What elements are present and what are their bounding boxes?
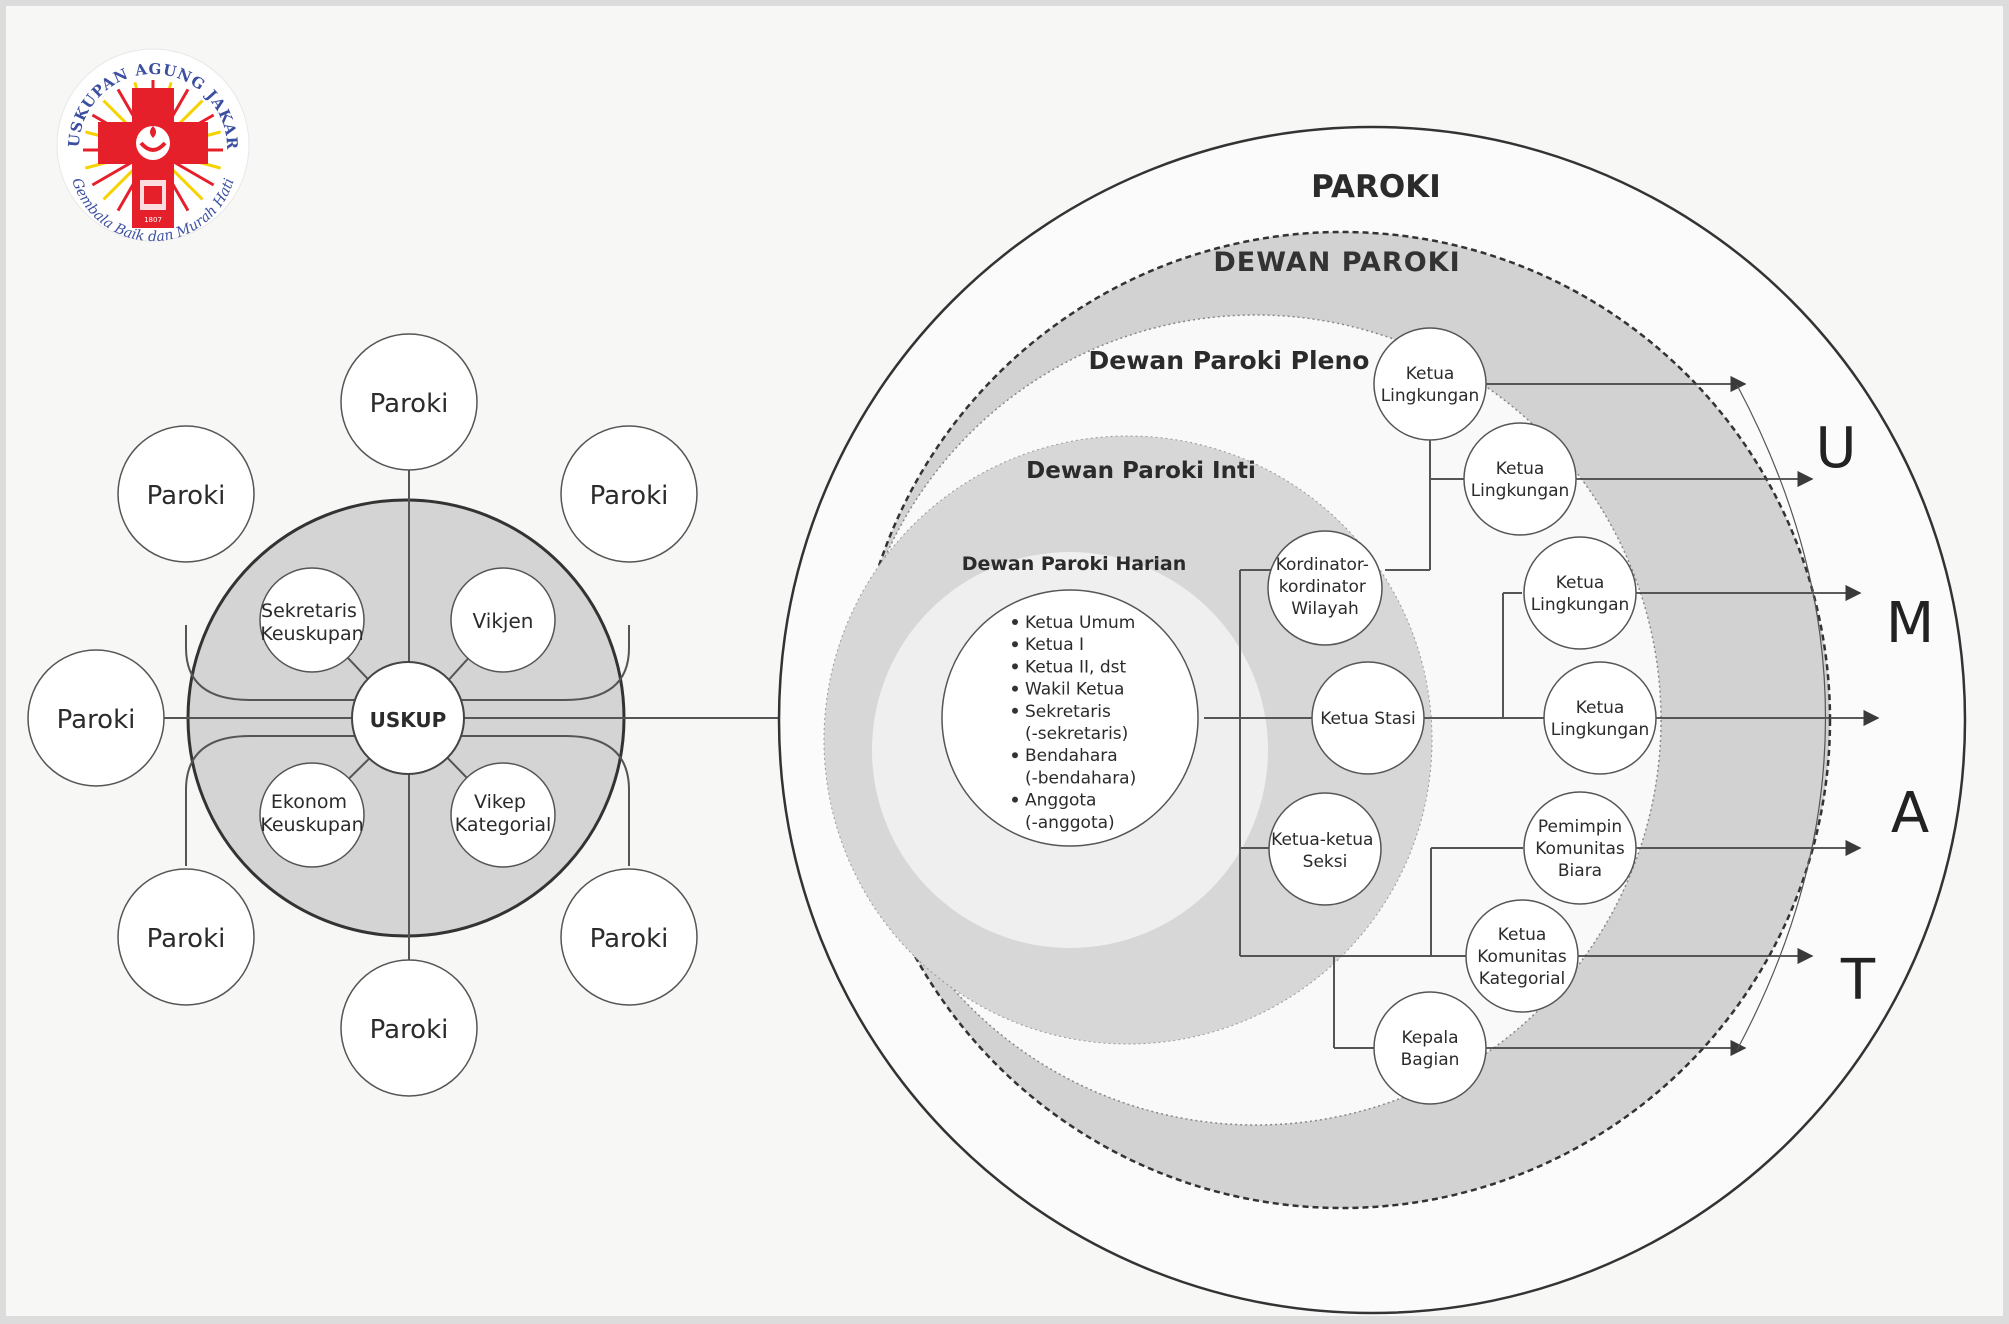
harian-member: Ketua I bbox=[1025, 635, 1084, 655]
pleno-node bbox=[1373, 327, 1487, 441]
dewan-paroki-inti-title: Dewan Paroki Inti bbox=[1026, 458, 1256, 484]
paroki-node-label: Paroki bbox=[370, 389, 449, 419]
dewan-paroki-harian-node bbox=[941, 589, 1199, 847]
paroki-node-label: Paroki bbox=[147, 481, 226, 511]
logo-ray bbox=[170, 167, 204, 201]
pleno-node-word: Lingkungan bbox=[1551, 720, 1650, 740]
umat-letter: A bbox=[1891, 781, 1929, 846]
paroki-title: PAROKI bbox=[1311, 169, 1441, 205]
ketua-seksi-node bbox=[1268, 792, 1382, 906]
paroki-node-label: Paroki bbox=[57, 705, 136, 735]
harian-member: (-anggota) bbox=[1025, 813, 1115, 833]
harian-member: Anggota bbox=[1025, 791, 1096, 811]
kordinator-wilayah-label: Kordinator- kordinator Wilayah bbox=[1276, 555, 1375, 619]
logo-ray bbox=[102, 167, 136, 201]
logo-ray bbox=[91, 161, 132, 187]
pleno-node bbox=[1465, 899, 1579, 1013]
pleno-node-word: Ketua bbox=[1556, 573, 1605, 593]
paroki-structure: PAROKI DEWAN PAROKI Dewan Paroki Pleno D… bbox=[777, 125, 1967, 1315]
dewan-paroki-harian-title: Dewan Paroki Harian bbox=[962, 553, 1187, 575]
paroki-node-label: Paroki bbox=[147, 924, 226, 954]
harian-member: Ketua II, dst bbox=[1025, 657, 1127, 677]
pleno-node-word: Ketua bbox=[1498, 925, 1547, 945]
pleno-node bbox=[1543, 661, 1657, 775]
dewan-paroki-title: DEWAN PAROKI bbox=[1213, 247, 1460, 278]
ketua-seksi-label: Ketua-ketua Seksi bbox=[1271, 830, 1379, 872]
paroki-node-label: Paroki bbox=[590, 924, 669, 954]
kordinator-wilayah-node bbox=[1267, 530, 1383, 646]
sekretaris-keuskupan-node bbox=[259, 567, 365, 673]
paroki-node bbox=[340, 959, 478, 1097]
paroki-node bbox=[560, 868, 698, 1006]
umat-letter: T bbox=[1840, 948, 1876, 1013]
dewan-paroki-pleno-title: Dewan Paroki Pleno bbox=[1089, 346, 1370, 375]
vikjen-node bbox=[450, 567, 556, 673]
pleno-node-word: Ketua bbox=[1406, 364, 1455, 384]
logo-year: 1807 bbox=[144, 216, 162, 224]
vikep-kategorial-node bbox=[450, 762, 556, 868]
pleno-node-word: Biara bbox=[1558, 861, 1602, 881]
pleno-node bbox=[1523, 791, 1637, 905]
harian-member: Ketua Umum bbox=[1025, 613, 1135, 633]
paroki-node-label: Paroki bbox=[370, 1015, 449, 1045]
pleno-node bbox=[1463, 422, 1577, 536]
paroki-node-label: Paroki bbox=[590, 481, 669, 511]
sekretaris-keuskupan-label: Sekretaris Keuskupan bbox=[260, 600, 363, 645]
uskup-node bbox=[351, 661, 465, 775]
pleno-node-word: Komunitas bbox=[1535, 839, 1625, 859]
pleno-node-word: Kategorial bbox=[1479, 969, 1565, 989]
paroki-node bbox=[27, 649, 165, 787]
harian-member: Bendahara bbox=[1025, 746, 1118, 766]
pleno-node-word: Pemimpin bbox=[1538, 817, 1622, 837]
harian-member: Sekretaris bbox=[1025, 702, 1111, 722]
pleno-node-word: Komunitas bbox=[1477, 947, 1567, 967]
bullet-icon bbox=[1012, 663, 1018, 670]
pleno-node-word: Ketua bbox=[1496, 459, 1545, 479]
ketua-stasi-label: Ketua Stasi bbox=[1320, 709, 1415, 729]
ketua-stasi-node bbox=[1311, 661, 1425, 775]
vikjen-label: Vikjen bbox=[473, 609, 534, 633]
harian-member: (-sekretaris) bbox=[1025, 724, 1128, 744]
paroki-node bbox=[117, 425, 255, 563]
paroki-node bbox=[560, 425, 698, 563]
harian-member: (-bendahara) bbox=[1025, 768, 1136, 788]
bullet-icon bbox=[1012, 752, 1018, 759]
umat-arc bbox=[1736, 384, 1826, 1051]
pleno-node-word: Ketua bbox=[1576, 698, 1625, 718]
umat-letter: U bbox=[1816, 416, 1857, 481]
keuskupan-structure: USKUP Sekretaris Keuskupan Vikjen Ekonom… bbox=[27, 333, 945, 1097]
bullet-icon bbox=[1012, 641, 1018, 648]
paroki-node bbox=[117, 868, 255, 1006]
ekonom-keuskupan-node bbox=[259, 762, 365, 868]
pleno-node bbox=[1523, 536, 1637, 650]
pleno-node bbox=[1373, 991, 1487, 1105]
harian-member: Wakil Ketua bbox=[1025, 680, 1124, 700]
paroki-node bbox=[340, 333, 478, 471]
ekonom-keuskupan-label: Ekonom Keuskupan bbox=[260, 791, 363, 836]
pleno-node-word: Lingkungan bbox=[1531, 595, 1630, 615]
bullet-icon bbox=[1012, 796, 1018, 803]
uskup-label: USKUP bbox=[370, 708, 447, 732]
umat-letter: M bbox=[1886, 591, 1934, 656]
logo-ray bbox=[174, 161, 215, 187]
pleno-node-word: Lingkungan bbox=[1471, 481, 1570, 501]
bullet-icon bbox=[1012, 685, 1018, 692]
pleno-node-word: Kepala bbox=[1401, 1028, 1458, 1048]
pleno-node-word: Bagian bbox=[1401, 1050, 1460, 1070]
pleno-node-word: Lingkungan bbox=[1381, 386, 1480, 406]
vikep-kategorial-label: Vikep Kategorial bbox=[455, 791, 552, 836]
paroki-connectors bbox=[1204, 384, 1565, 1049]
bullet-icon bbox=[1012, 619, 1018, 625]
bullet-icon bbox=[1012, 707, 1018, 714]
